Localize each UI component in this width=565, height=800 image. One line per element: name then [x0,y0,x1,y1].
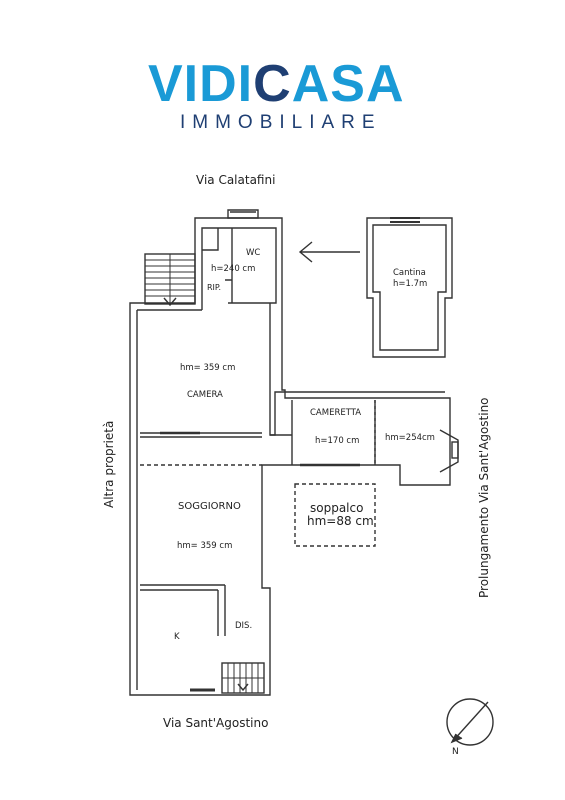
label-soppalco-height: hm=88 cm [307,514,374,528]
wc-partition [202,228,233,303]
label-soppalco: soppalco [310,501,363,515]
logo-subtitle: IMMOBILIARE [180,112,382,133]
right-bay [439,429,459,473]
label-cantina-height: h=1.7m [393,279,427,289]
logo-wordmark: VIDICASA [148,55,405,113]
label-wc: WC [246,248,260,258]
label-dis: DIS. [235,621,252,631]
street-top: Via Calatafini [196,173,275,187]
label-kitchen: K [174,632,180,642]
street-left: Altra proprietà [102,421,116,508]
vidicasa-logo: VIDICASA IMMOBILIARE [0,56,565,136]
label-camera-height: hm= 359 cm [180,363,235,373]
label-side-height: hm=254cm [385,433,435,443]
label-soggiorno: SOGGIORNO [178,501,241,512]
soppalco-box [294,483,376,547]
label-rip: RIP. [207,283,221,292]
kitchen-walls [140,584,226,636]
label-cantina: Cantina [393,268,426,278]
direction-arrow [298,241,360,263]
label-camera: CAMERA [187,390,223,400]
compass-north-label: N [452,747,459,757]
compass-rose [446,698,494,746]
label-cameretta: CAMERETTA [310,408,361,418]
top-window [227,209,259,219]
street-right: Prolungamento Via Sant'Agostino [477,397,491,598]
logo-house-mark: C [253,55,292,113]
cantina-walls [366,217,453,358]
label-soggiorno-height: hm= 359 cm [177,541,232,551]
street-bottom: Via Sant'Agostino [163,716,268,730]
camera-divider [140,432,262,438]
inner-walls [136,227,445,690]
label-cameretta-height: h=170 cm [315,436,359,446]
label-wc-height: h=240 cm [211,264,255,274]
